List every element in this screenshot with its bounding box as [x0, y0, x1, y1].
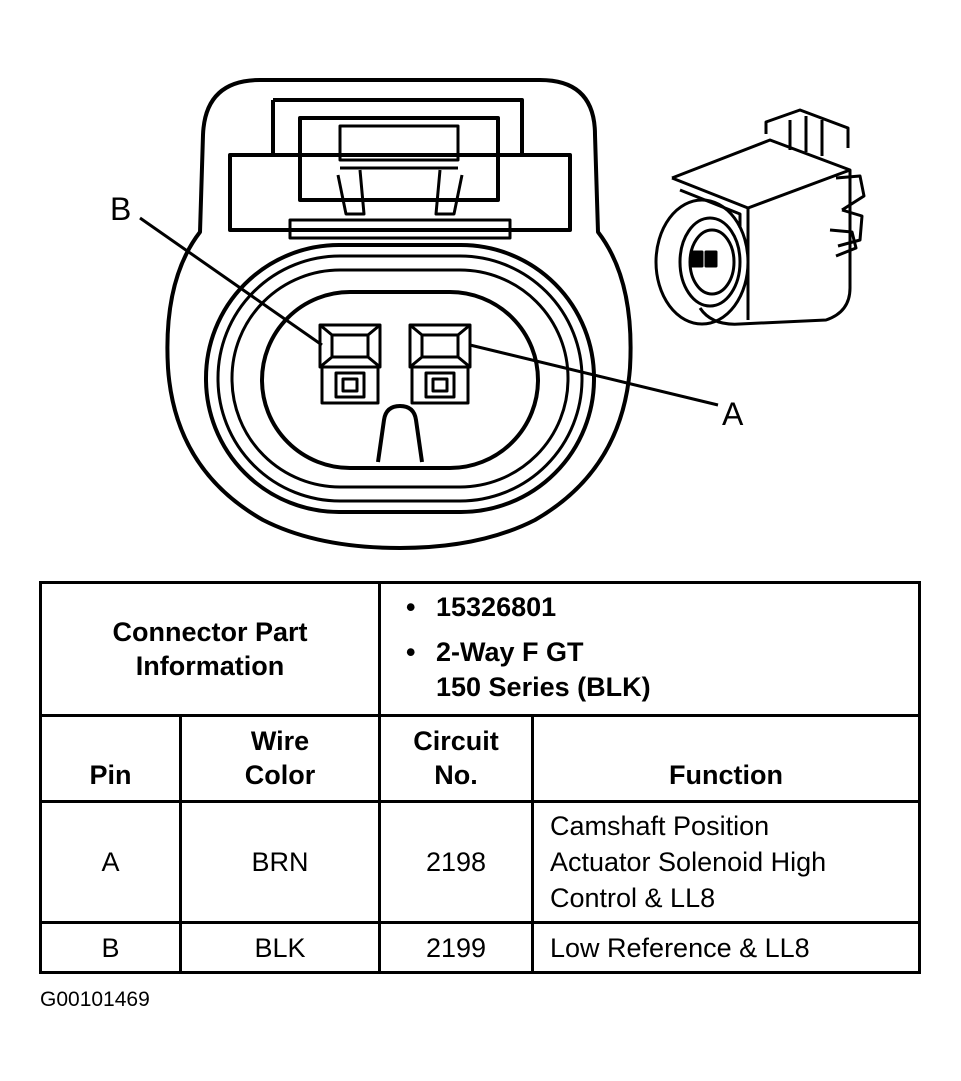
seal-ring-inner — [230, 268, 570, 489]
circuit-cell: 2199 — [378, 921, 534, 974]
bullet-glyph: • — [406, 637, 416, 667]
column-header-wire-color: Wire Color — [179, 714, 381, 803]
callout-label-a: A — [722, 396, 744, 432]
column-header-wire-color-line-1: Wire — [250, 726, 310, 756]
connector-part-info: • 15326801 • 2-Way F GT 150 Series (BLK) — [378, 581, 921, 717]
connector-description-line-2: 150 Series (BLK) — [436, 672, 651, 702]
figure-id: G00101469 — [40, 988, 150, 1011]
connector-illustration — [139, 78, 866, 550]
circuit-cell: 2198 — [378, 800, 534, 924]
wire-color-cell: BRN — [179, 800, 381, 924]
terminal-b — [318, 323, 382, 405]
column-header-pin: Pin — [39, 714, 182, 803]
connector-housing-outline — [165, 78, 633, 550]
function-line: Actuator Solenoid High — [550, 847, 827, 877]
bullet-glyph: • — [406, 592, 416, 622]
table-row: A BRN 2198 Camshaft Position Actuator So… — [39, 800, 921, 924]
connector-isometric-view — [654, 108, 866, 326]
function-line: Camshaft Position — [550, 811, 770, 841]
column-header-circuit-line-2: No. — [434, 760, 478, 790]
column-header-circuit: Circuit No. — [378, 714, 534, 803]
connector-part-info-label: Connector Part Information — [39, 581, 381, 717]
column-header-circuit-line-1: Circuit — [413, 726, 499, 756]
terminal-cavity — [260, 290, 540, 470]
part-info-label-line-1: Connector Part — [112, 617, 308, 647]
part-info-label-line-2: Information — [135, 651, 285, 681]
polarization-key — [376, 404, 424, 463]
connector-part-number: 15326801 — [436, 592, 557, 622]
leader-line-a — [469, 343, 719, 407]
leader-line-b — [139, 216, 323, 347]
terminal-a — [408, 323, 472, 405]
connector-info-table: Connector Part Information • 15326801 • … — [39, 581, 921, 974]
column-header-function: Function — [531, 714, 921, 803]
pin-cell: A — [39, 800, 182, 924]
seal-ring-outer — [204, 243, 596, 514]
callout-label-b: B — [110, 191, 132, 227]
pin-cell: B — [39, 921, 182, 974]
table-row: B BLK 2199 Low Reference & LL8 — [39, 921, 921, 974]
function-line: Control & LL8 — [550, 883, 716, 913]
column-header-wire-color-line-2: Color — [244, 760, 316, 790]
function-line: Low Reference & LL8 — [550, 932, 810, 963]
connector-description-line-1: 2-Way F GT — [436, 637, 584, 667]
function-cell: Camshaft Position Actuator Solenoid High… — [531, 800, 921, 924]
function-cell: Low Reference & LL8 — [531, 921, 921, 974]
wire-color-cell: BLK — [179, 921, 381, 974]
seal-ring-middle — [216, 254, 584, 503]
column-header-pin-text: Pin — [89, 760, 132, 790]
column-header-function-text: Function — [669, 760, 783, 790]
